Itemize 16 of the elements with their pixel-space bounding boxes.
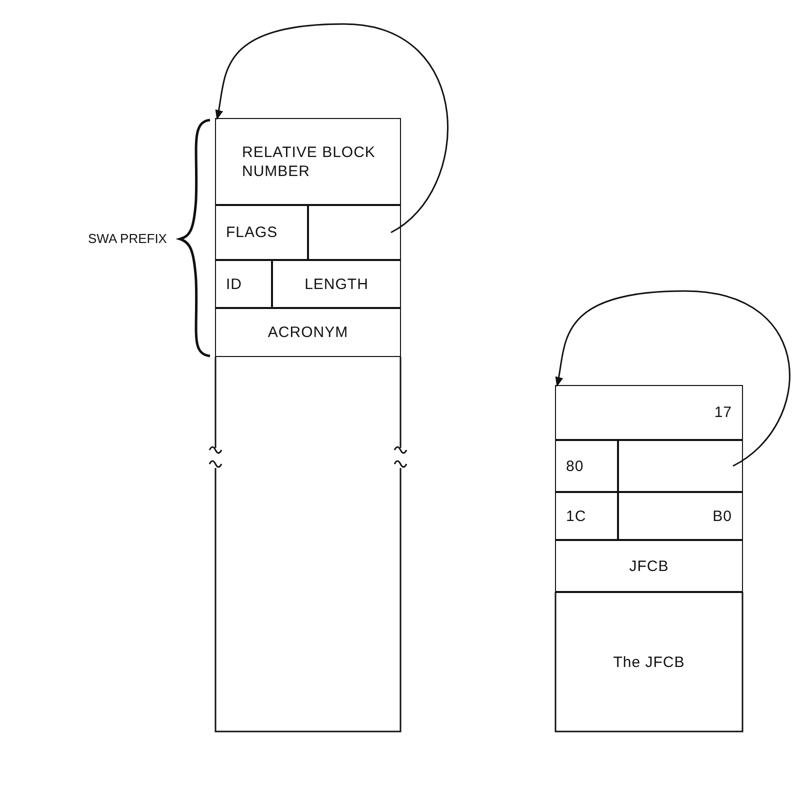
field-cell: JFCB	[555, 540, 743, 592]
field-cell: 17	[555, 385, 743, 440]
field-cell: LENGTH	[272, 260, 401, 308]
curved-arrow	[214, 23, 448, 234]
field-cell: FLAGS	[215, 205, 308, 260]
field-cell: 1C	[555, 492, 618, 540]
field-cell: RELATIVE BLOCK NUMBER	[215, 118, 401, 205]
curved-arrow	[554, 290, 790, 467]
empty-cell	[618, 440, 743, 492]
memory-block	[555, 385, 743, 732]
field-cell: B0	[618, 492, 743, 540]
field-cell: 80	[555, 440, 618, 492]
field-cell: ACRONYM	[215, 308, 401, 357]
empty-cell	[308, 205, 401, 260]
field-cell: ID	[215, 260, 272, 308]
group-label: SWA PREFIX	[88, 231, 167, 246]
